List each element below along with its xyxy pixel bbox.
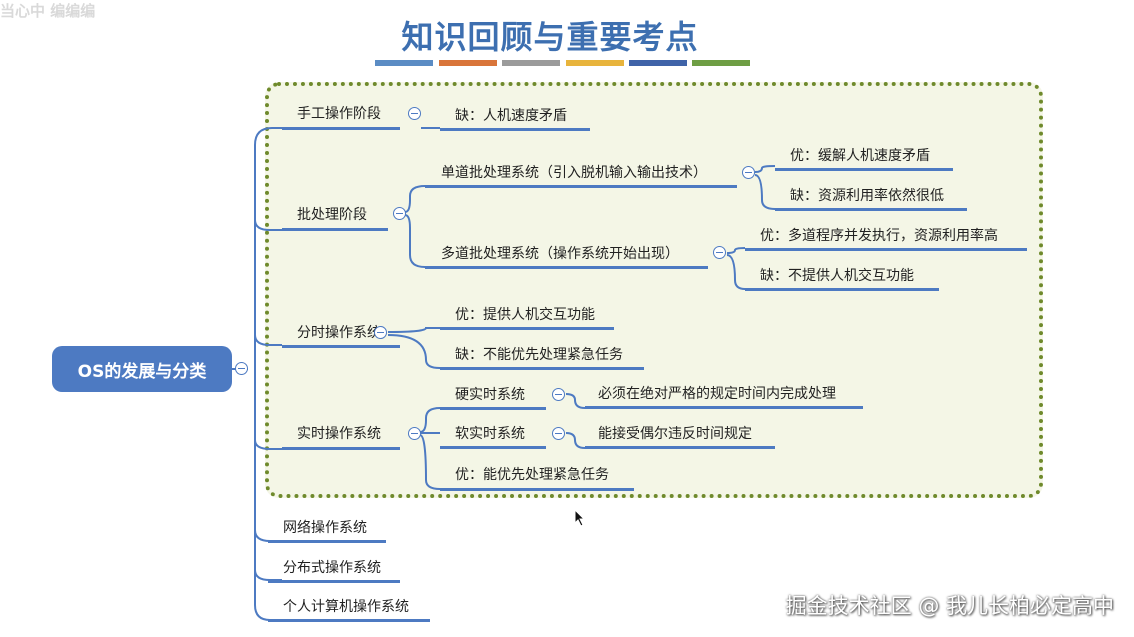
root-collapse-icon[interactable] bbox=[235, 362, 248, 375]
node-soft-realtime-desc[interactable]: 能接受偶尔违反时间规定 bbox=[598, 426, 752, 442]
title-stripe-5 bbox=[629, 60, 687, 66]
title-stripe-2 bbox=[439, 60, 497, 66]
node-manual-stage-underline bbox=[282, 127, 400, 130]
node-single-batch-underline bbox=[425, 185, 737, 188]
site-watermark: 掘金技术社区 @ 我儿长柏必定高中 bbox=[785, 594, 1114, 618]
node-hard-realtime[interactable]: 硬实时系统 bbox=[455, 387, 525, 403]
node-realtime-underline bbox=[282, 447, 400, 450]
realtime-collapse-icon[interactable] bbox=[408, 427, 421, 440]
node-timeshare-con[interactable]: 缺：不能优先处理紧急任务 bbox=[455, 347, 623, 363]
node-single-batch[interactable]: 单道批处理系统（引入脱机输入输出技术） bbox=[441, 165, 707, 181]
node-timeshare-pro[interactable]: 优：提供人机交互功能 bbox=[455, 307, 595, 323]
timeshare-collapse-icon[interactable] bbox=[374, 326, 387, 339]
node-hard-realtime-desc-underline bbox=[585, 406, 863, 409]
node-batch-stage[interactable]: 批处理阶段 bbox=[297, 207, 367, 223]
node-timeshare-underline bbox=[282, 345, 400, 348]
node-realtime-pro-underline bbox=[440, 488, 634, 491]
node-soft-realtime-desc-underline bbox=[585, 446, 775, 449]
node-realtime[interactable]: 实时操作系统 bbox=[297, 426, 381, 442]
title-stripe-4 bbox=[566, 60, 624, 66]
title-stripe-3 bbox=[502, 60, 560, 66]
node-multi-batch-underline bbox=[425, 266, 708, 269]
node-single-batch-con[interactable]: 缺：资源利用率依然很低 bbox=[790, 188, 944, 204]
hard-realtime-collapse-icon[interactable] bbox=[552, 388, 565, 401]
node-single-batch-pro[interactable]: 优：缓解人机速度矛盾 bbox=[790, 148, 930, 164]
node-multi-batch-con-underline bbox=[745, 288, 939, 291]
node-timeshare[interactable]: 分时操作系统 bbox=[297, 325, 381, 341]
page-title: 知识回顾与重要考点 bbox=[401, 18, 699, 56]
node-realtime-pro[interactable]: 优：能优先处理紧急任务 bbox=[455, 467, 609, 483]
soft-realtime-collapse-icon[interactable] bbox=[552, 427, 565, 440]
single-batch-collapse-icon[interactable] bbox=[742, 166, 755, 179]
corner-watermark-text: 当心中 编编编 bbox=[0, 2, 96, 20]
node-hard-realtime-desc[interactable]: 必须在绝对严格的规定时间内完成处理 bbox=[598, 386, 836, 402]
batch-collapse-icon[interactable] bbox=[393, 207, 406, 220]
node-timeshare-con-underline bbox=[440, 367, 644, 370]
node-hard-realtime-underline bbox=[440, 407, 546, 410]
node-soft-realtime-underline bbox=[440, 446, 546, 449]
node-timeshare-pro-underline bbox=[440, 327, 614, 330]
node-personal-os[interactable]: 个人计算机操作系统 bbox=[283, 599, 409, 615]
node-manual-stage[interactable]: 手工操作阶段 bbox=[297, 106, 381, 122]
node-multi-batch[interactable]: 多道批处理系统（操作系统开始出现） bbox=[441, 246, 679, 262]
node-manual-con[interactable]: 缺：人机速度矛盾 bbox=[455, 108, 567, 124]
node-network-os-underline bbox=[268, 540, 386, 543]
node-personal-os-underline bbox=[268, 619, 430, 622]
node-single-batch-con-underline bbox=[775, 208, 967, 211]
title-stripe-6 bbox=[692, 60, 750, 66]
node-distributed-os[interactable]: 分布式操作系统 bbox=[283, 560, 381, 576]
mouse-cursor-icon bbox=[574, 509, 586, 527]
node-manual-con-underline bbox=[440, 128, 590, 131]
multi-batch-collapse-icon[interactable] bbox=[713, 246, 726, 259]
node-distributed-os-underline bbox=[268, 580, 400, 583]
node-network-os[interactable]: 网络操作系统 bbox=[283, 520, 367, 536]
node-multi-batch-con[interactable]: 缺：不提供人机交互功能 bbox=[760, 268, 914, 284]
title-stripe-1 bbox=[375, 60, 433, 66]
node-single-batch-pro-underline bbox=[775, 168, 953, 171]
node-multi-batch-pro[interactable]: 优：多道程序并发执行，资源利用率高 bbox=[760, 228, 998, 244]
manual-collapse-icon[interactable] bbox=[408, 107, 421, 120]
node-soft-realtime[interactable]: 软实时系统 bbox=[455, 426, 525, 442]
node-batch-stage-underline bbox=[282, 228, 388, 231]
root-node[interactable]: OS的发展与分类 bbox=[52, 346, 232, 392]
node-multi-batch-pro-underline bbox=[745, 248, 1027, 251]
